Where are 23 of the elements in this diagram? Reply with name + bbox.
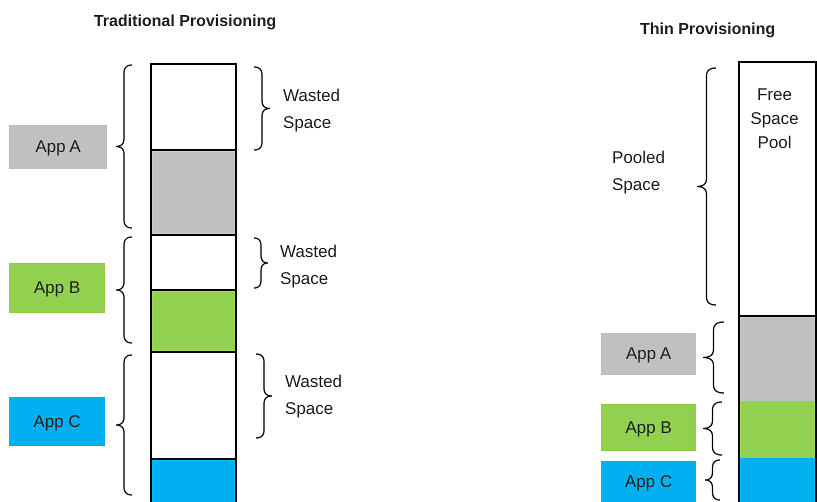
storage-segment [738, 401, 817, 458]
storage-segment [738, 317, 817, 401]
storage-segment [150, 291, 237, 351]
storage-segment [150, 460, 237, 502]
storage-segment [150, 63, 237, 151]
app-box: App A [9, 125, 107, 169]
storage-segment [738, 458, 817, 502]
bracket-label: Wasted Space [283, 85, 342, 134]
app-box: App C [601, 461, 696, 502]
bracket-label: Wasted Space [285, 371, 344, 420]
heading: Thin Provisioning [640, 20, 776, 40]
app-box: App A [601, 333, 696, 375]
storage-segment [150, 351, 237, 460]
app-box: App C [9, 397, 105, 446]
storage-segment [150, 234, 237, 291]
storage-segment [150, 151, 237, 234]
heading: Traditional Provisioning [92, 12, 278, 32]
storage-segment [738, 61, 817, 317]
bracket-label: Wasted Space [280, 241, 338, 290]
bracket-label: Pooled Space [612, 147, 666, 196]
app-box: App B [9, 263, 105, 313]
segment-label: Free Space Pool [749, 84, 800, 154]
app-box: App B [601, 404, 696, 451]
